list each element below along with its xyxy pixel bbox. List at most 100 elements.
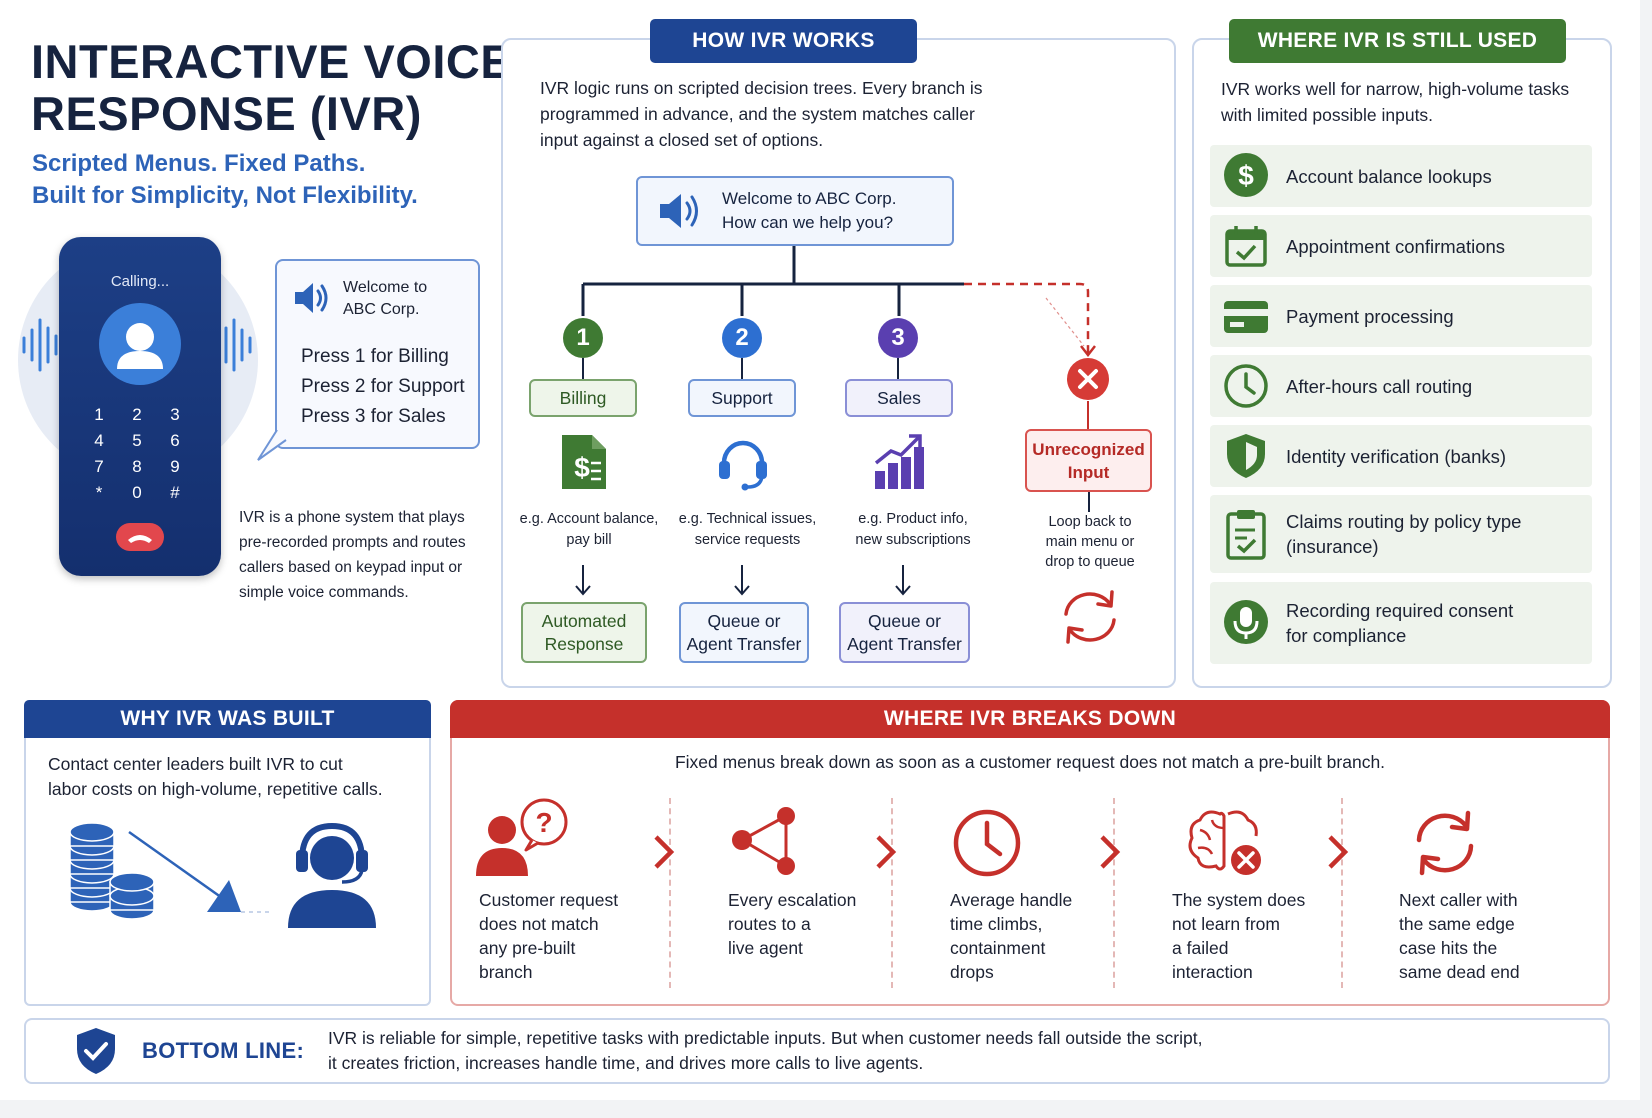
key-5[interactable]: 5: [132, 431, 142, 450]
outcome-support: Queue or Agent Transfer: [679, 602, 809, 663]
unrecognized-line-1: Unrecognized: [1032, 439, 1145, 459]
key-2[interactable]: 2: [132, 405, 142, 424]
ivr-description-line-1: IVR is a phone system that plays: [239, 509, 465, 526]
step-divider: [891, 798, 893, 988]
coins-stack-icon: [69, 822, 155, 920]
break-step-5-line-2: the same edge: [1399, 914, 1515, 934]
tree-connectors: [581, 246, 1090, 356]
key-6[interactable]: 6: [170, 431, 180, 450]
speaker-icon: [660, 194, 698, 228]
key-0[interactable]: 0: [132, 483, 142, 502]
close-icon: [1067, 358, 1109, 400]
unrecognized-connector: [1087, 401, 1089, 429]
svg-text:?: ?: [535, 807, 552, 838]
bottom-line-text: IVR is reliable for simple, repetitive t…: [328, 1026, 1202, 1076]
eg-support-line-2: service requests: [694, 532, 801, 548]
key-7[interactable]: 7: [94, 457, 104, 476]
tree-root-text: Welcome to ABC Corp. How can we help you…: [722, 187, 896, 235]
where-used-header: WHERE IVR IS STILL USED: [1229, 19, 1566, 63]
title-line-1: INTERACTIVE VOICE: [31, 35, 513, 88]
subtitle-line-2: Built for Simplicity, Not Flexibility.: [32, 182, 418, 209]
key-hash[interactable]: #: [170, 483, 180, 502]
key-star[interactable]: *: [95, 483, 103, 502]
key-4[interactable]: 4: [94, 431, 104, 450]
use-item-identity: Identity verification (banks): [1210, 425, 1592, 487]
break-step-4-line-4: interaction: [1172, 962, 1253, 982]
use-item-account-balance: Account balance lookups: [1210, 145, 1592, 207]
speaker-icon: [295, 283, 328, 313]
clipboard-icon: [1226, 510, 1266, 560]
step-divider: [1341, 798, 1343, 988]
branch-number-1: 1: [563, 318, 603, 358]
break-step-4-line-2: not learn from: [1172, 914, 1280, 934]
break-step-4: The system does not learn from a failed …: [1172, 888, 1305, 984]
menu-option-1: Press 1 for Billing: [301, 346, 449, 367]
clock-icon: [1224, 364, 1268, 408]
agent-headset-icon: [288, 822, 376, 928]
break-step-2-line-1: Every escalation: [728, 890, 857, 910]
use-item-label-line-2: (insurance): [1286, 536, 1379, 557]
break-step-2: Every escalation routes to a live agent: [728, 888, 856, 960]
outcome-sales-line-1: Queue or: [868, 610, 941, 631]
eg-billing-line-1: e.g. Account balance,: [519, 511, 659, 527]
break-step-3-line-2: time climbs,: [950, 914, 1043, 934]
how-intro-line-2: programmed in advance, and the system ma…: [540, 104, 975, 124]
tree-root-box: Welcome to ABC Corp. How can we help you…: [636, 176, 954, 246]
break-step-5-line-4: same dead end: [1399, 962, 1520, 982]
why-ivr-line-1: Contact center leaders built IVR to cut: [48, 754, 343, 774]
loop-back-line-1: Loop back to: [1048, 514, 1132, 530]
break-step-1-line-2: does not match: [479, 914, 599, 934]
chevron-right-icon: [654, 835, 675, 869]
use-item-after-hours: After-hours call routing: [1210, 355, 1592, 417]
invoice-dollar-icon: $: [562, 435, 606, 489]
keypad: 1 2 3 4 5 6 7 8 9 * 0 #: [87, 405, 197, 503]
credit-card-icon: [1224, 301, 1268, 333]
why-ivr-header: WHY IVR WAS BUILT: [24, 700, 431, 738]
svg-text:$: $: [1238, 160, 1254, 191]
hangup-button[interactable]: [116, 523, 164, 551]
use-item-label-line-1: Claims routing by policy type: [1286, 511, 1522, 532]
use-item-label: Identity verification (banks): [1286, 445, 1507, 467]
ivr-description-line-4: simple voice commands.: [239, 584, 409, 601]
eg-billing-line-2: pay bill: [566, 532, 612, 548]
branch-eg-billing: e.g. Account balance, pay bill: [515, 509, 663, 551]
speech-bubble: Welcome to ABC Corp. Press 1 for Billing…: [275, 259, 480, 449]
loop-back-line-2: main menu or: [1045, 534, 1135, 550]
key-8[interactable]: 8: [132, 457, 142, 476]
why-ivr-line-2: labor costs on high-volume, repetitive c…: [48, 779, 383, 799]
key-9[interactable]: 9: [170, 457, 180, 476]
outcome-support-line-1: Queue or: [707, 610, 781, 631]
phone: Calling... 1 2 3 4 5 6 7 8 9 * 0 #: [59, 237, 221, 576]
tree-root-line-2: How can we help you?: [722, 213, 894, 232]
title-line-2: RESPONSE (IVR): [31, 87, 422, 140]
unrecognized-connector-2: [1088, 492, 1090, 512]
chevron-right-icon: [1100, 835, 1121, 869]
ivr-description-line-2: pre-recorded prompts and routes: [239, 534, 466, 551]
bottom-line-label: BOTTOM LINE:: [142, 1038, 305, 1063]
outcome-sales: Queue or Agent Transfer: [839, 602, 970, 663]
microphone-icon: [1224, 600, 1268, 644]
arrow-down-icon: [734, 565, 750, 596]
ivr-description-line-3: callers based on keypad input or: [239, 559, 463, 576]
phone-calling-text: Calling...: [110, 273, 170, 290]
refresh-icon: [1064, 590, 1116, 644]
break-step-4-line-1: The system does: [1172, 890, 1306, 910]
use-item-label: After-hours call routing: [1286, 375, 1473, 397]
why-ivr-text: Contact center leaders built IVR to cut …: [48, 752, 383, 802]
outcome-support-line-2: Agent Transfer: [686, 633, 802, 654]
key-1[interactable]: 1: [94, 405, 104, 424]
branch-number-3: 3: [878, 318, 918, 358]
break-step-2-line-2: routes to a: [728, 914, 811, 934]
break-step-3: Average handle time climbs, containment …: [950, 888, 1072, 984]
break-step-5-line-3: case hits the: [1399, 938, 1498, 958]
eg-sales-line-1: e.g. Product info,: [858, 511, 968, 527]
loop-back-line-3: drop to queue: [1045, 554, 1135, 570]
person-icon: [117, 323, 163, 369]
menu-option-2: Press 2 for Support: [301, 376, 465, 397]
unrecognized-line-2: Input: [1067, 462, 1110, 482]
number-to-label-lines: [582, 358, 899, 380]
key-3[interactable]: 3: [170, 405, 180, 424]
use-item-label: Appointment confirmations: [1286, 235, 1506, 257]
bubble-welcome-line-2: ABC Corp.: [343, 301, 420, 318]
use-item-claims: Claims routing by policy type (insurance…: [1210, 495, 1592, 573]
